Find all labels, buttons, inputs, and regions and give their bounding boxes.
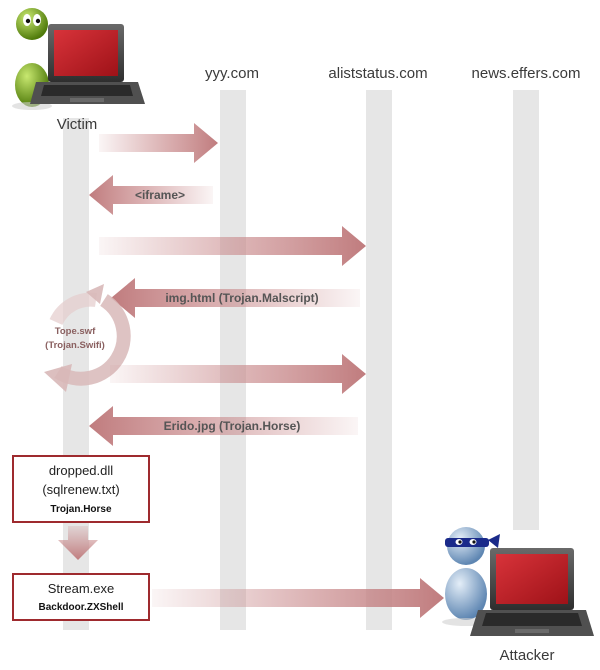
stream-exe-box — [12, 573, 150, 621]
arrow-request-yyy — [99, 123, 218, 163]
img-html-label: img.html (Trojan.Malscript) — [165, 291, 318, 305]
host-aliststatus-label: aliststatus.com — [328, 65, 427, 82]
yyy-lifeline — [220, 90, 246, 630]
arrow-erido-response — [89, 406, 358, 446]
swf-detection-label: (Trojan.Swifi) — [45, 340, 105, 351]
host-news-label: news.effers.com — [472, 65, 581, 82]
attacker-laptop-icon — [470, 548, 594, 636]
dropped-dll-name: dropped.dll — [49, 463, 113, 478]
attacker-figure-icon — [442, 527, 500, 626]
dropped-dll-box — [12, 455, 150, 523]
swf-name-label: Tope.swf — [55, 326, 96, 337]
arrow-down-to-stream — [58, 526, 98, 560]
arrow-backdoor-to-attacker — [152, 578, 444, 618]
host-yyy-label: yyy.com — [205, 65, 259, 82]
dropped-dll-alias: (sqlrenew.txt) — [42, 482, 119, 497]
arrow-request-aliststatus — [99, 226, 366, 266]
victim-laptop-icon — [30, 24, 145, 104]
arrow-request-aliststatus-2 — [110, 354, 366, 394]
swf-cycle-icon — [44, 284, 131, 392]
stream-exe-detection: Backdoor.ZXShell — [38, 602, 123, 613]
arrow-iframe-response — [89, 175, 213, 215]
stream-exe-name: Stream.exe — [48, 581, 114, 596]
aliststatus-lifeline — [366, 90, 392, 630]
victim-label: Victim — [57, 116, 98, 133]
news-lifeline — [513, 90, 539, 530]
attacker-label: Attacker — [499, 647, 554, 664]
arrow-img-html-response — [111, 278, 360, 318]
dropped-dll-detection: Trojan.Horse — [50, 504, 112, 515]
iframe-label: <iframe> — [135, 188, 185, 202]
erido-label: Erido.jpg (Trojan.Horse) — [164, 419, 301, 433]
